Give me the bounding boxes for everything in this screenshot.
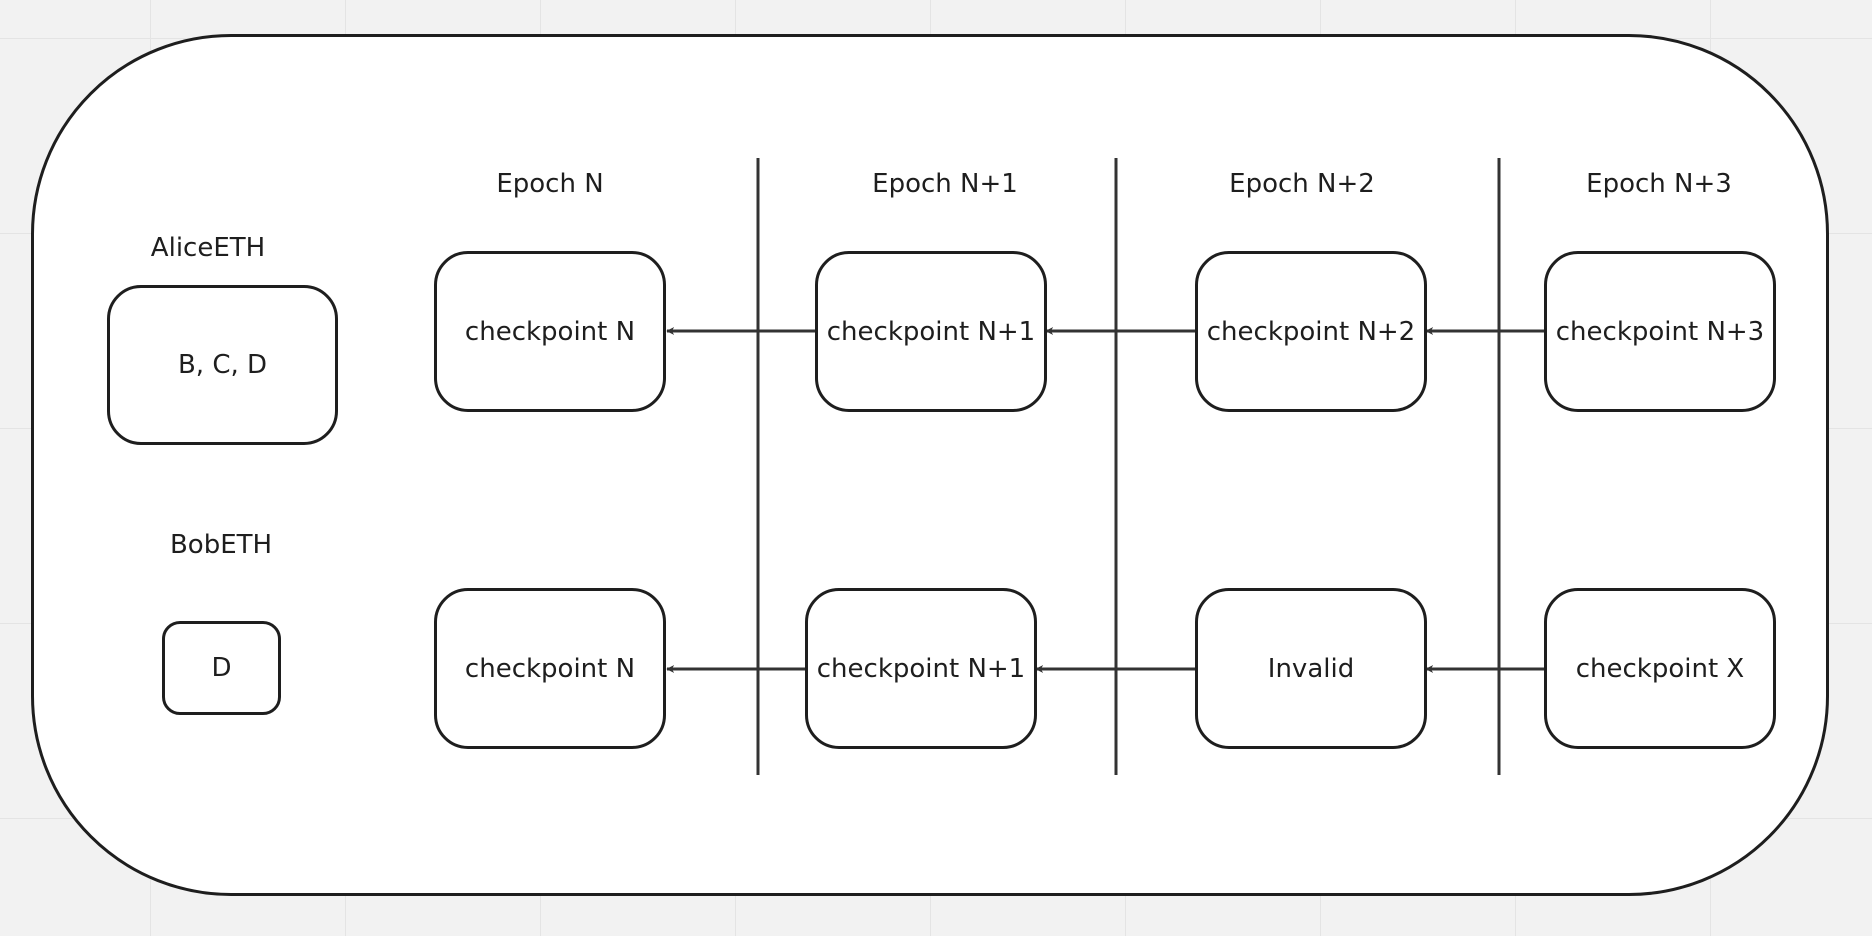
wallet-label-bob: BobETH (169, 530, 273, 560)
bob-checkpoint-x: checkpoint X (1544, 588, 1776, 749)
epoch-header-n: Epoch N (496, 169, 604, 199)
bob-checkpoint-n1: checkpoint N+1 (805, 588, 1037, 749)
epoch-header-n1: Epoch N+1 (872, 169, 1018, 199)
alice-checkpoint-n2: checkpoint N+2 (1195, 251, 1427, 412)
alice-checkpoint-n1: checkpoint N+1 (815, 251, 1047, 412)
wallet-box-bob: D (162, 621, 281, 715)
epoch-header-n3: Epoch N+3 (1586, 169, 1732, 199)
alice-checkpoint-n3: checkpoint N+3 (1544, 251, 1776, 412)
epoch-header-n2: Epoch N+2 (1229, 169, 1375, 199)
wallet-label-alice: AliceETH (150, 233, 266, 263)
alice-checkpoint-n: checkpoint N (434, 251, 666, 412)
bob-checkpoint-n: checkpoint N (434, 588, 666, 749)
wallet-box-alice: B, C, D (107, 285, 338, 445)
diagram-frame (31, 34, 1829, 896)
bob-invalid: Invalid (1195, 588, 1427, 749)
